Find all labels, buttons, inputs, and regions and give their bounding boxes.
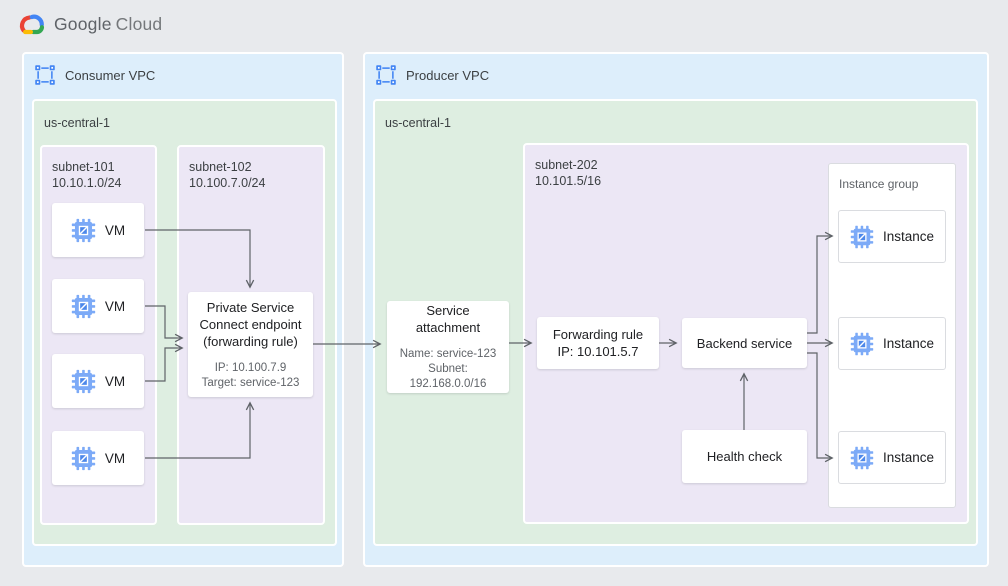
vpc-network-icon	[34, 64, 56, 86]
consumer-vpc-label: Consumer VPC	[65, 67, 156, 83]
compute-engine-icon	[850, 224, 874, 249]
subnet-101-name: subnet-101	[52, 160, 115, 174]
compute-engine-icon	[70, 368, 96, 394]
psc-endpoint-ip: IP: 10.100.7.9	[214, 361, 287, 374]
compute-engine-icon	[70, 445, 96, 471]
health-check-node: Health check	[682, 430, 807, 483]
compute-engine-icon	[70, 293, 96, 319]
service-attachment-subnet: Subnet: 192.168.0.0/16	[409, 363, 487, 390]
vm-node-4: VM	[52, 431, 144, 485]
vm-node-2: VM	[52, 279, 144, 333]
subnet-202-name: subnet-202	[535, 158, 598, 172]
instance-node-3: Instance	[838, 431, 946, 484]
google-cloud-logo-icon	[19, 14, 45, 35]
psc-endpoint-title: Private Service Connect endpoint (forwar…	[199, 299, 302, 349]
vm-node-3: VM	[52, 354, 144, 408]
service-attachment-node: Service attachment Name: service-123 Sub…	[387, 301, 509, 393]
backend-service-node: Backend service	[682, 318, 807, 368]
compute-engine-icon	[850, 445, 874, 470]
instance-group-label: Instance group	[839, 177, 919, 191]
vm-node-1: VM	[52, 203, 144, 257]
service-attachment-name: Name: service-123	[399, 348, 497, 360]
subnet-102-cidr: 10.100.7.0/24	[189, 176, 266, 190]
instance-node-2: Instance	[838, 317, 946, 370]
psc-endpoint-target: Target: service-123	[201, 376, 300, 389]
subnet-202-cidr: 10.101.5/16	[535, 174, 602, 188]
consumer-region-label: us-central-1	[44, 116, 110, 130]
forwarding-rule-title: Forwarding rule	[552, 327, 644, 342]
forwarding-rule-ip: IP: 10.101.5.7	[557, 344, 639, 359]
subnet-102-name: subnet-102	[189, 160, 252, 174]
instance-node-1: Instance	[838, 210, 946, 263]
compute-engine-icon	[850, 331, 874, 356]
forwarding-rule-node: Forwarding rule IP: 10.101.5.7	[537, 317, 659, 369]
producer-vpc-label: Producer VPC	[406, 67, 490, 83]
service-attachment-title: Service attachment	[415, 303, 481, 335]
producer-region-label: us-central-1	[385, 116, 451, 130]
vpc-network-icon	[375, 64, 397, 86]
compute-engine-icon	[70, 217, 96, 243]
subnet-101-cidr: 10.10.1.0/24	[52, 176, 122, 190]
psc-endpoint-node: Private Service Connect endpoint (forwar…	[188, 292, 313, 397]
